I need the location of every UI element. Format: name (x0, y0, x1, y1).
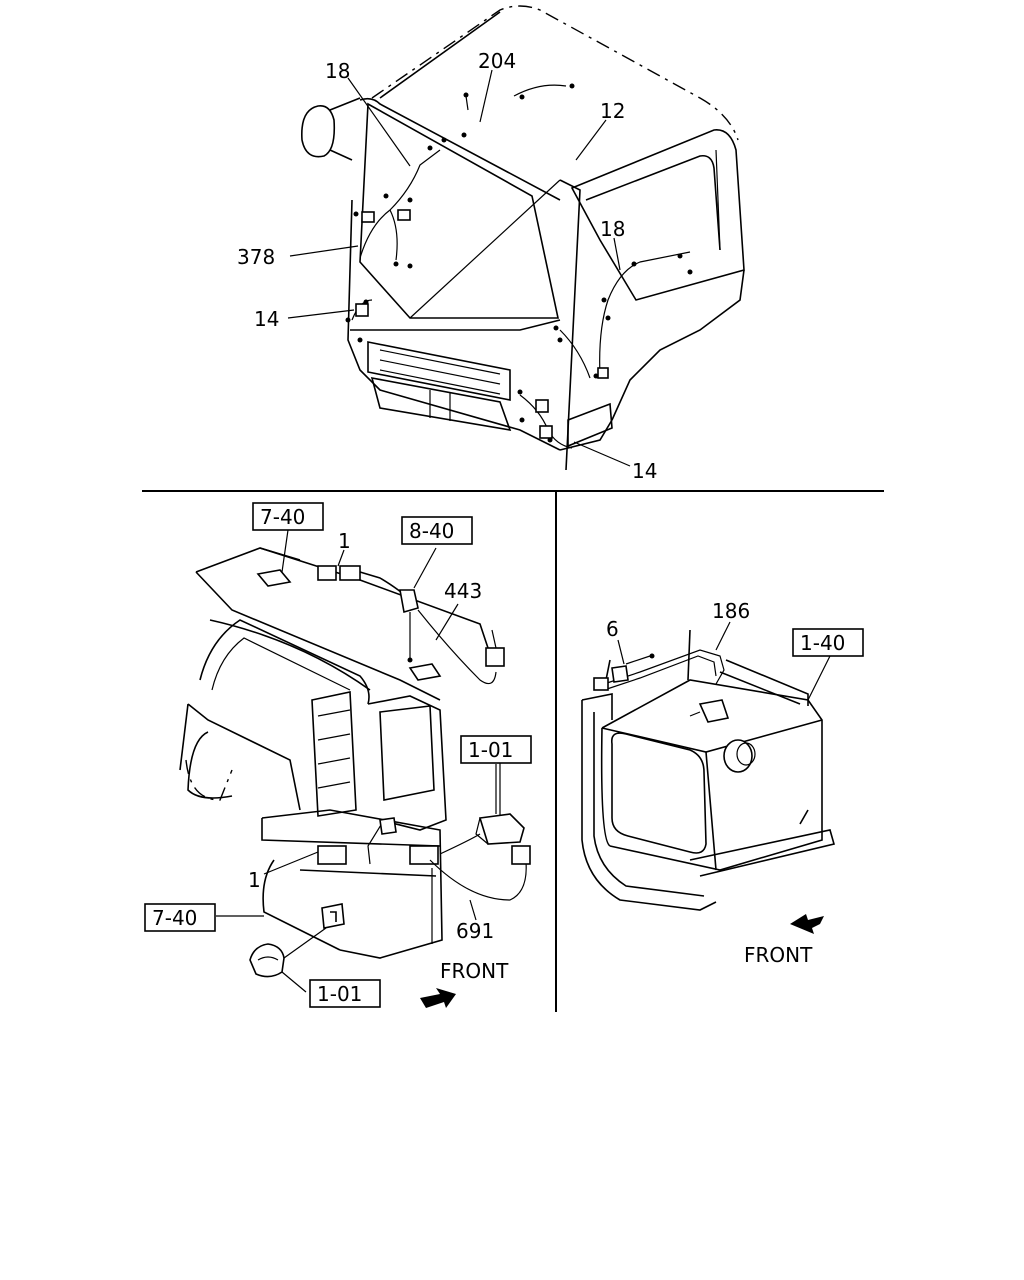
right-leader-lines (617, 621, 831, 701)
front-arrow-left: FRONT (420, 959, 509, 1008)
right-callouts: 6 186 (606, 599, 750, 641)
callout-14-bottom: 14 (632, 459, 657, 483)
ref-box-1-01-right: 1-01 (468, 738, 513, 762)
front-arrow-left-icon (420, 988, 456, 1008)
ref-box-frame (309, 979, 381, 1008)
ref-box-frame (252, 502, 324, 531)
callout-6: 6 (606, 617, 619, 641)
left-leader-lines (216, 529, 497, 993)
callout-186: 186 (712, 599, 750, 623)
front-arrow-right-icon (790, 914, 824, 934)
callout-378: 378 (237, 245, 275, 269)
callout-12: 12 (600, 99, 625, 123)
callout-691: 691 (456, 919, 494, 943)
ref-box-1-40: 1-40 (800, 631, 845, 655)
ref-box-frame (401, 516, 473, 545)
front-arrow-right: FRONT (744, 914, 824, 967)
left-boxed-refs: 7-40 8-40 1-01 7-40 1-01 (144, 502, 532, 1008)
ref-box-7-40-left: 7-40 (152, 906, 197, 930)
front-label-right: FRONT (744, 943, 813, 967)
callout-18-right: 18 (600, 217, 625, 241)
callout-1-bottom: 1 (248, 868, 261, 892)
cab-illustration (301, 5, 745, 471)
ref-box-frame (792, 628, 864, 657)
ref-box-7-40-top: 7-40 (260, 505, 305, 529)
callout-14-left: 14 (254, 307, 279, 331)
ref-box-frame (460, 735, 532, 764)
callout-443: 443 (444, 579, 482, 603)
ref-box-8-40: 8-40 (409, 519, 454, 543)
callout-1-top: 1 (338, 529, 351, 553)
fuel-tank-illustration (581, 629, 835, 911)
callout-204: 204 (478, 49, 516, 73)
right-boxed-refs: 1-40 (792, 628, 864, 657)
front-label-left: FRONT (440, 959, 509, 983)
top-leader-lines (287, 69, 631, 467)
ref-box-1-01-bottom: 1-01 (317, 982, 362, 1006)
ref-box-frame (144, 903, 216, 932)
section-dividers (142, 490, 884, 1012)
dashboard-illustration (179, 547, 531, 978)
callout-18-top: 18 (325, 59, 350, 83)
top-callouts: 18 204 12 378 18 14 14 (237, 49, 657, 483)
left-callouts: 1 443 1 691 (248, 529, 494, 943)
